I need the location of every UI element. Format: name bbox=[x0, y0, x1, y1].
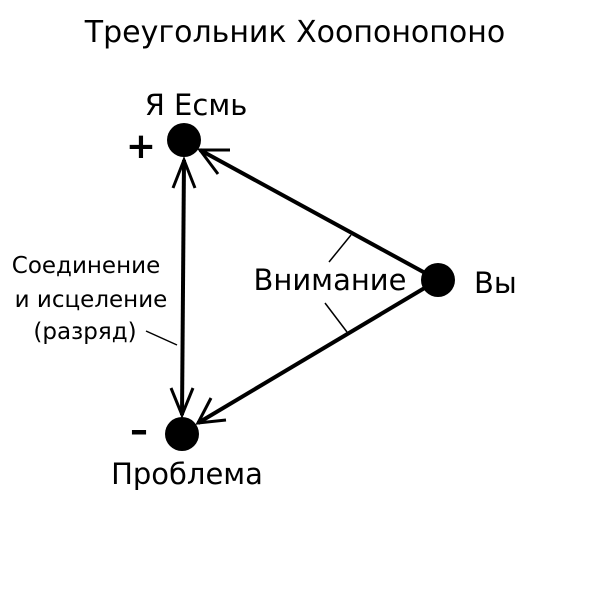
attention-label: Внимание bbox=[253, 263, 406, 297]
node-problem-label: Проблема bbox=[111, 457, 263, 491]
node-i-am bbox=[167, 123, 201, 157]
connection-label-line-1: Соединение bbox=[12, 253, 160, 279]
angle-tick-lower bbox=[324, 302, 348, 333]
connection-label-line-2: и исцеление bbox=[15, 287, 168, 313]
node-problem bbox=[165, 417, 199, 451]
arrowhead-down bbox=[169, 387, 195, 419]
edge-you-to-i-am bbox=[199, 148, 439, 282]
arrowhead-problem bbox=[195, 397, 227, 425]
label-leader-line bbox=[145, 330, 178, 346]
node-i-am-label: Я Есмь bbox=[145, 88, 248, 122]
arrowhead-i-am bbox=[197, 148, 230, 175]
node-you-label: Вы bbox=[474, 266, 517, 300]
angle-tick-upper bbox=[328, 234, 352, 263]
connection-label-line-3: (разряд) bbox=[33, 319, 136, 345]
node-problem-sign: – bbox=[130, 410, 148, 451]
node-i-am-sign: + bbox=[126, 126, 156, 167]
node-you bbox=[421, 263, 455, 297]
arrowhead-up bbox=[171, 155, 197, 189]
edge-connection-healing bbox=[180, 159, 186, 416]
edge-you-to-problem bbox=[196, 278, 440, 425]
diagram-title: Треугольник Хоопонопоно bbox=[84, 15, 505, 50]
